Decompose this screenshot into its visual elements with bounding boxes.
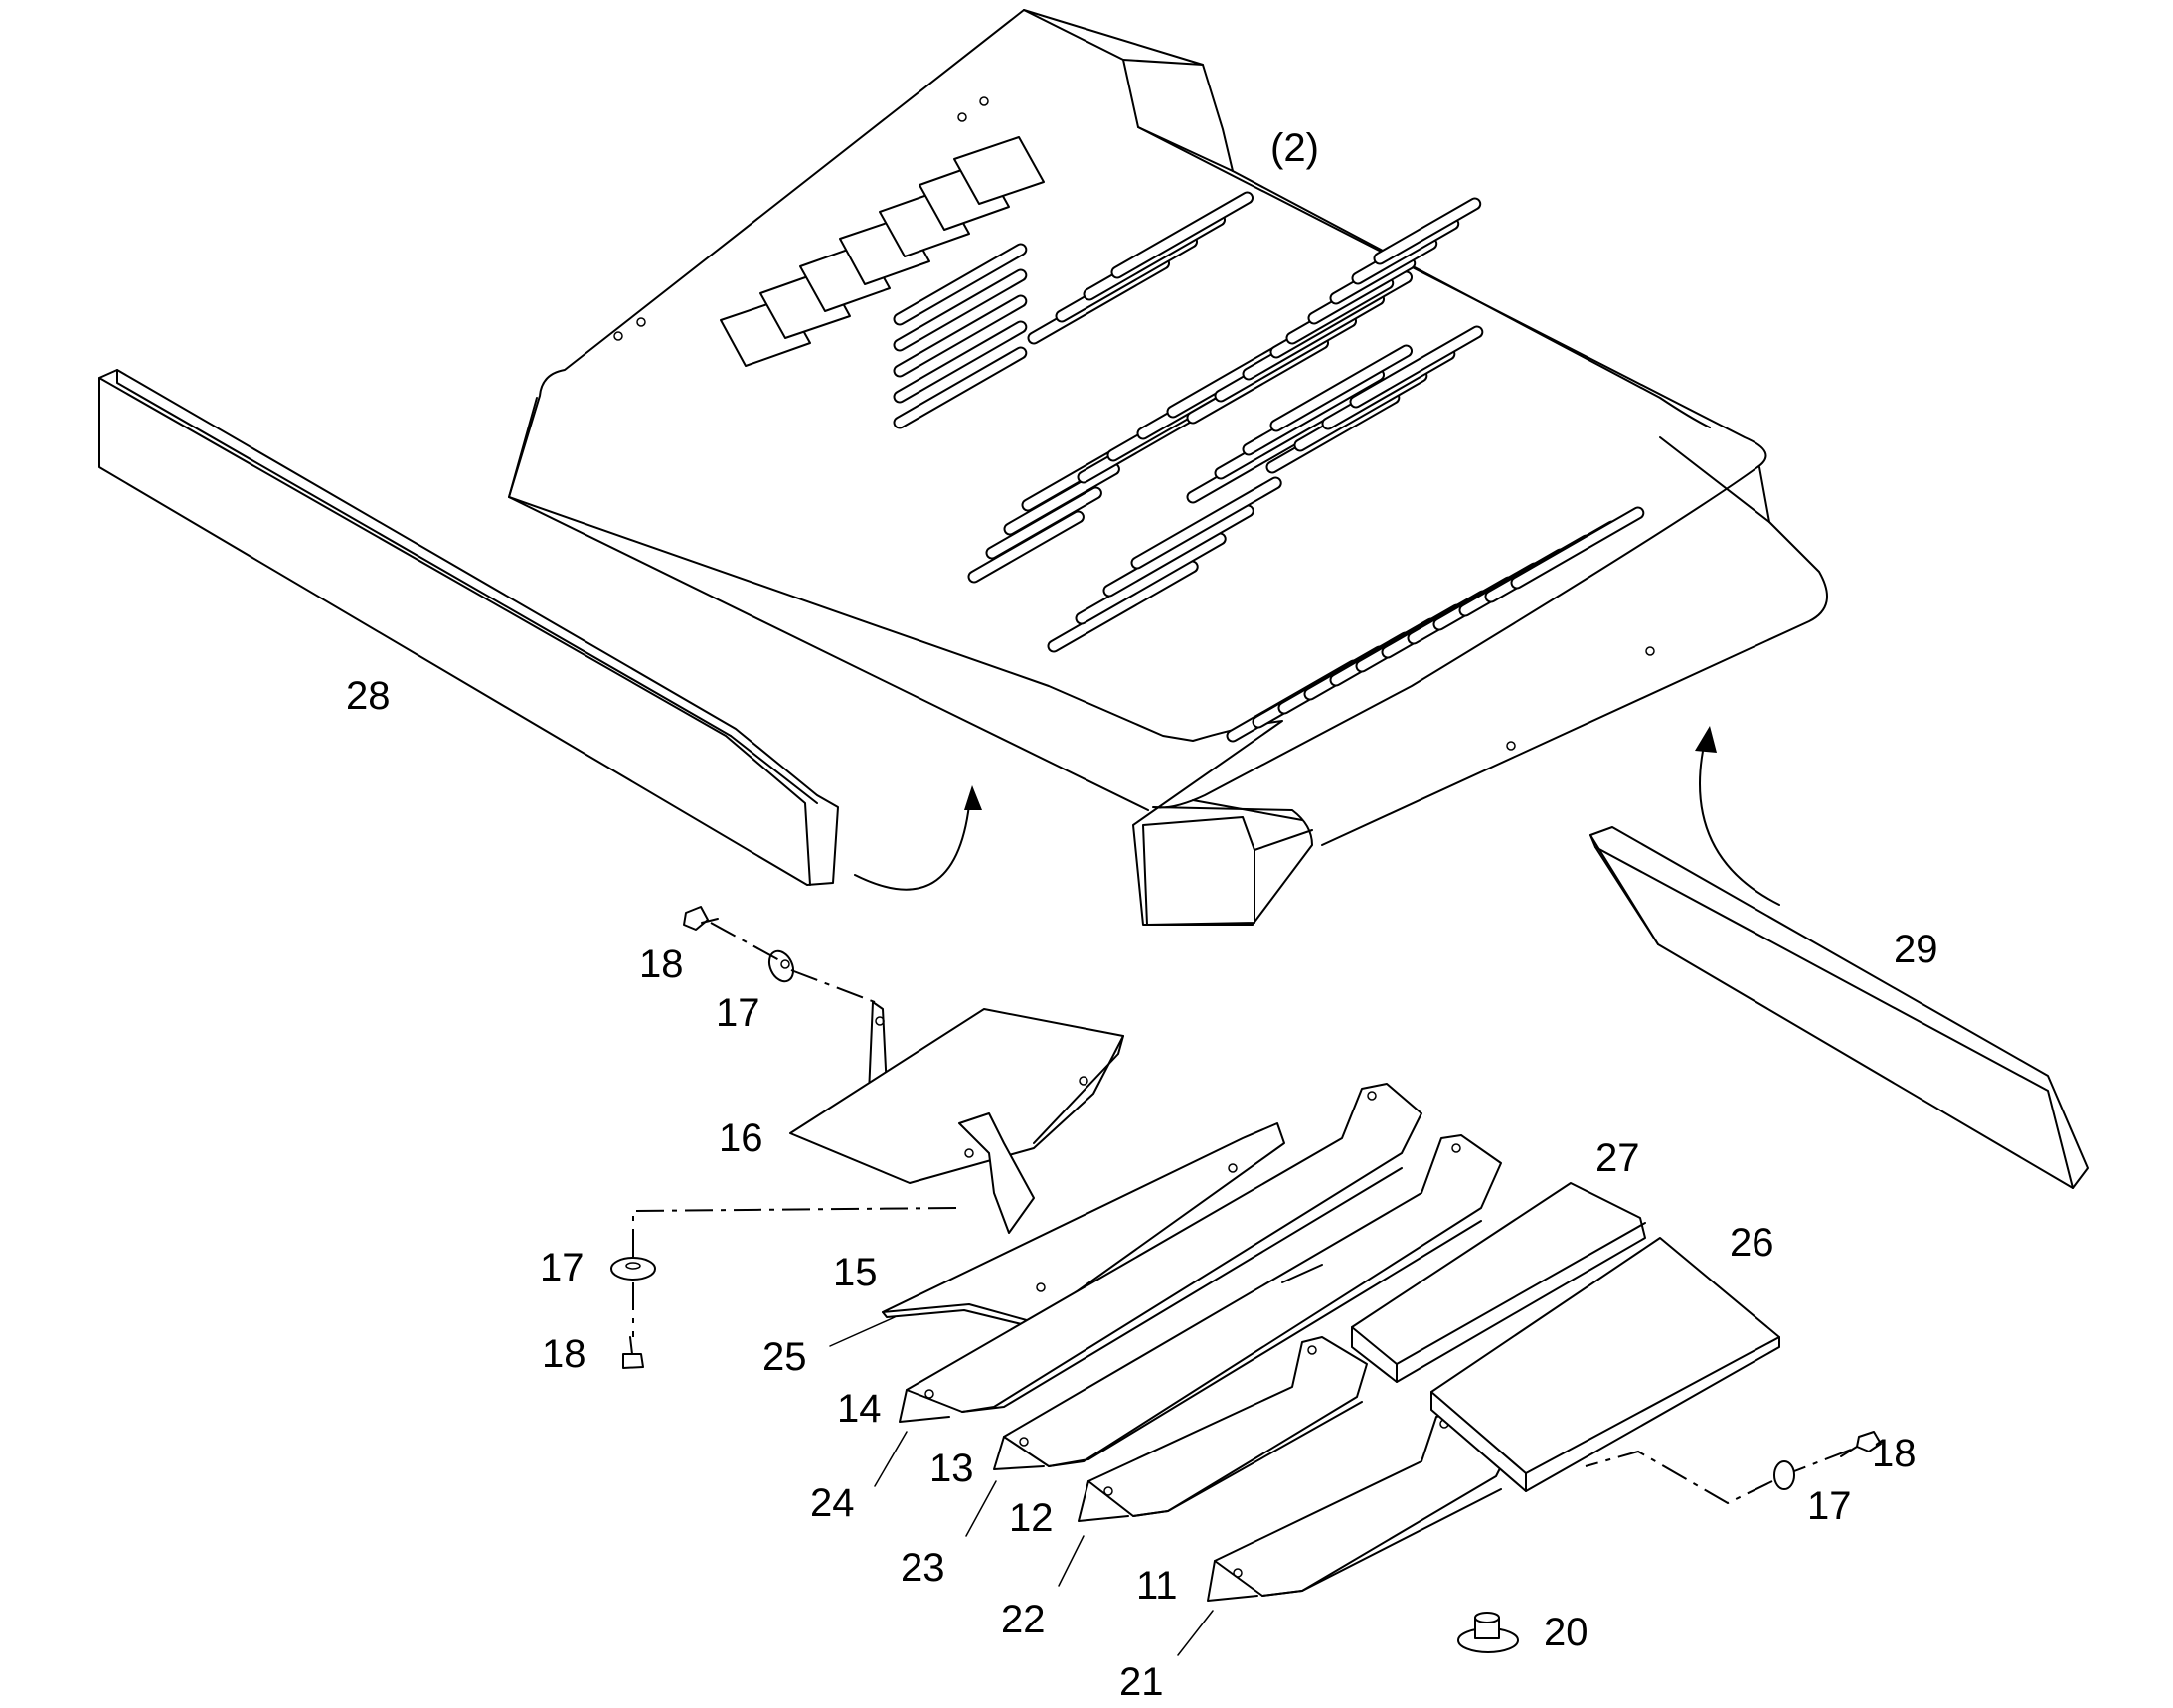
vent-slot-inner [969, 512, 1083, 582]
channel-12 [1078, 1336, 1368, 1522]
vent-slot-inner [1104, 506, 1253, 596]
trim-strip-28 [98, 369, 839, 886]
label-13: 13 [929, 1447, 974, 1490]
label-11: 11 [1136, 1564, 1178, 1608]
vent-slot-inner [1077, 534, 1225, 623]
label-27: 27 [1595, 1136, 1640, 1180]
vent-slot-inner [1351, 327, 1482, 407]
label-29: 29 [1894, 928, 1938, 971]
vent-slot-inner [1244, 370, 1383, 454]
long-vents [893, 191, 1645, 743]
label-21: 21 [1119, 1660, 1164, 1703]
vent-slot-inner [1271, 346, 1411, 430]
label-2: (2) [1270, 126, 1319, 170]
leader-lines [829, 1316, 1214, 1656]
roof-cover [508, 9, 1828, 926]
vent-slot-inner [1005, 464, 1118, 534]
label-20: 20 [1544, 1611, 1588, 1654]
vent-slot-inner [895, 245, 1026, 324]
label-17-right: 17 [1807, 1484, 1852, 1528]
channel-13 [993, 1134, 1502, 1470]
vent-slot-inner [1049, 562, 1197, 651]
vent-slot-inner [1375, 199, 1480, 263]
label-22: 22 [1001, 1598, 1046, 1641]
plate-15 [882, 1122, 1285, 1328]
vent-slot-inner [1512, 508, 1643, 588]
label-18-upper: 18 [639, 942, 684, 986]
label-18-right: 18 [1872, 1432, 1917, 1475]
rect-vents [720, 136, 1045, 367]
label-25: 25 [762, 1335, 807, 1379]
label-23: 23 [901, 1546, 945, 1590]
fasteners [610, 906, 1882, 1653]
bracket-16 [789, 1001, 1124, 1234]
label-16: 16 [719, 1116, 763, 1160]
install-arrows [854, 726, 1780, 906]
assembly-center-lines [632, 922, 1852, 1505]
label-18-left: 18 [542, 1332, 586, 1376]
vent-slot-inner [1216, 394, 1355, 478]
label-17-left: 17 [540, 1246, 585, 1289]
label-28: 28 [346, 674, 391, 718]
label-26: 26 [1730, 1221, 1774, 1265]
channel-14 [899, 1083, 1422, 1423]
label-24: 24 [810, 1481, 855, 1525]
vent-slot-inner [895, 270, 1026, 350]
vent-slot-inner [987, 488, 1100, 558]
label-12: 12 [1009, 1496, 1054, 1540]
vent-slot-inner [895, 348, 1026, 427]
pad-27 [1351, 1182, 1646, 1383]
label-17-upper: 17 [716, 991, 760, 1035]
vent-slot-inner [895, 296, 1026, 376]
label-15: 15 [833, 1251, 878, 1294]
trim-strip-29 [1589, 826, 2089, 1189]
vent-slot-inner [1132, 478, 1280, 568]
vent-slot-inner [895, 322, 1026, 402]
pad-26 [1430, 1237, 1780, 1492]
vent-slot-inner [1188, 418, 1327, 502]
part-labels: (2) 28 29 18 17 16 17 18 15 25 14 24 13 … [346, 126, 1938, 1704]
vent-slot-inner [1112, 193, 1252, 277]
label-14: 14 [837, 1387, 882, 1431]
